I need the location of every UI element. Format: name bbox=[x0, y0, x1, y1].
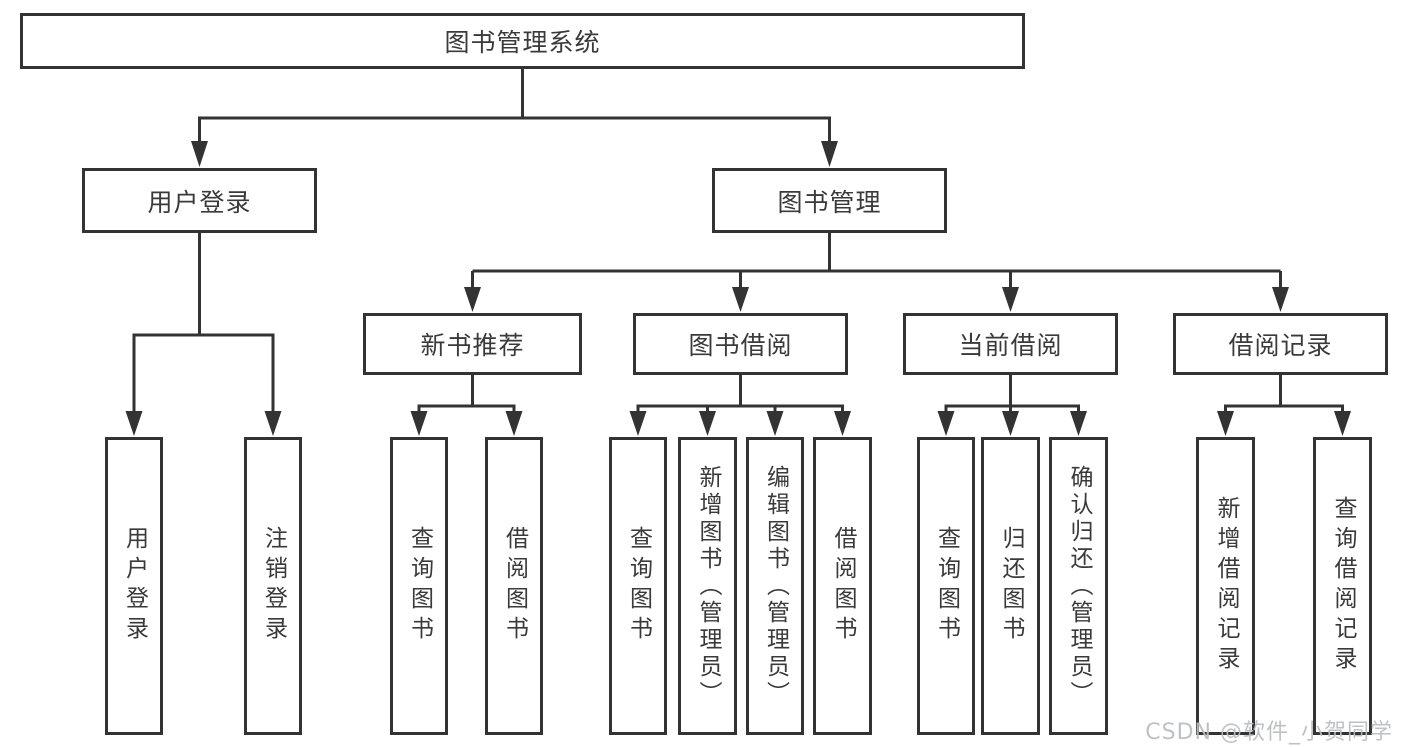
leaf-edit-books-admin: 编辑图书（管理员） bbox=[746, 437, 804, 735]
node-new-book-recommend-label: 新书推荐 bbox=[420, 331, 525, 360]
leaf-edit-books-admin-label: 编辑图书（管理员） bbox=[762, 464, 789, 708]
leaf-newbook-borrow-books: 借阅图书 bbox=[485, 437, 543, 735]
arrowheads-level4 bbox=[410, 411, 1351, 436]
leaf-user-login: 用户登录 bbox=[105, 437, 163, 735]
leaf-current-query-books: 查询图书 bbox=[917, 437, 975, 735]
node-root-label: 图书管理系统 bbox=[444, 28, 601, 57]
leaf-confirm-return-admin: 确认归还（管理员） bbox=[1049, 437, 1108, 735]
leaf-newbook-query-books-label: 查询图书 bbox=[406, 526, 433, 646]
connector-userlogin-children bbox=[132, 233, 275, 412]
node-book-borrow-label: 图书借阅 bbox=[688, 331, 793, 360]
node-book-management: 图书管理 bbox=[712, 168, 947, 233]
node-borrow-record: 借阅记录 bbox=[1173, 313, 1388, 375]
node-current-borrow: 当前借阅 bbox=[903, 313, 1118, 375]
node-user-login-label: 用户登录 bbox=[147, 187, 252, 217]
leaf-add-books-admin-label: 新增图书（管理员） bbox=[695, 464, 721, 708]
leaf-newbook-borrow-books-label: 借阅图书 bbox=[501, 526, 528, 646]
leaf-return-books-label: 归还图书 bbox=[998, 526, 1024, 646]
node-root: 图书管理系统 bbox=[20, 13, 1025, 69]
leaf-current-query-books-label: 查询图书 bbox=[933, 526, 960, 646]
leaf-logout: 注销登录 bbox=[244, 437, 302, 735]
node-borrow-record-label: 借阅记录 bbox=[1228, 331, 1333, 360]
connector-currentborrow-children bbox=[944, 375, 1080, 412]
leaf-query-borrow-record-label: 查询借阅记录 bbox=[1330, 496, 1356, 676]
connector-root-to-level2 bbox=[198, 69, 831, 142]
leaf-borrow-borrow-books: 借阅图书 bbox=[813, 437, 872, 735]
leaf-add-borrow-record-label: 新增借阅记录 bbox=[1213, 496, 1239, 676]
csdn-watermark: CSDN @软件_小贺同学 bbox=[1145, 720, 1393, 745]
node-book-management-label: 图书管理 bbox=[777, 187, 882, 217]
connector-bookmgmt-level3 bbox=[471, 233, 1282, 288]
leaf-user-login-label: 用户登录 bbox=[121, 526, 148, 646]
node-new-book-recommend: 新书推荐 bbox=[363, 313, 582, 375]
leaf-newbook-query-books: 查询图书 bbox=[390, 437, 448, 735]
node-user-login: 用户登录 bbox=[82, 168, 317, 233]
leaf-borrow-query-books: 查询图书 bbox=[609, 437, 667, 735]
leaf-return-books: 归还图书 bbox=[981, 437, 1040, 735]
leaf-logout-label: 注销登录 bbox=[260, 526, 287, 646]
connector-bookborrow-children bbox=[636, 375, 844, 412]
arrowheads-level2 bbox=[191, 141, 838, 167]
connector-newbookrec-children bbox=[417, 375, 516, 412]
arrowheads-level3 bbox=[464, 287, 1289, 312]
leaf-confirm-return-admin-label: 确认归还（管理员） bbox=[1066, 464, 1092, 708]
leaf-add-books-admin: 新增图书（管理员） bbox=[678, 437, 737, 735]
leaf-borrow-borrow-books-label: 借阅图书 bbox=[830, 526, 856, 646]
node-book-borrow: 图书借阅 bbox=[633, 313, 848, 375]
connector-borrowrecord-children bbox=[1224, 375, 1344, 412]
arrowheads-userlogin-children bbox=[125, 411, 282, 436]
node-current-borrow-label: 当前借阅 bbox=[958, 331, 1063, 360]
leaf-add-borrow-record: 新增借阅记录 bbox=[1196, 437, 1255, 735]
leaf-query-borrow-record: 查询借阅记录 bbox=[1313, 437, 1372, 735]
leaf-borrow-query-books-label: 查询图书 bbox=[625, 526, 652, 646]
